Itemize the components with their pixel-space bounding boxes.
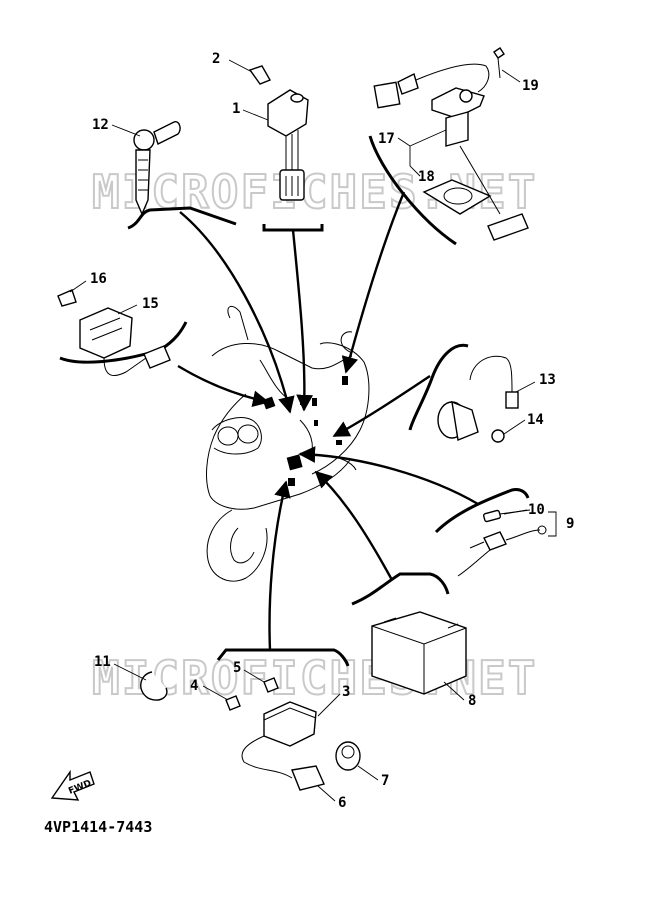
part-label-11: 11	[94, 654, 111, 670]
part-label-18: 18	[418, 169, 435, 185]
callout-labels: 2 1 12 17 18 19 16 15 13 14 10 9 11 5 4 …	[90, 51, 574, 811]
battery-part	[371, 611, 467, 695]
part-label-15: 15	[142, 296, 159, 312]
part-label-13: 13	[539, 372, 556, 388]
part-label-5: 5	[233, 660, 241, 676]
diagram-code: 4VP1414-7443	[44, 818, 152, 836]
part-label-2: 2	[212, 51, 220, 67]
part-label-19: 19	[522, 78, 539, 94]
fuse-part	[457, 509, 547, 577]
part-label-6: 6	[338, 795, 346, 811]
part-label-17: 17	[378, 131, 395, 147]
callout-lines	[69, 59, 557, 802]
forward-direction-arrow: FWD	[50, 769, 95, 801]
ignition-coil-part	[225, 677, 361, 791]
part-label-4: 4	[190, 678, 198, 694]
part-label-10: 10	[528, 502, 545, 518]
part-label-16: 16	[90, 271, 107, 287]
part-label-3: 3	[342, 684, 350, 700]
rectifier-regulator-part	[57, 289, 171, 376]
part-label-1: 1	[232, 101, 240, 117]
spark-plug-cap-part	[133, 121, 181, 216]
part-label-7: 7	[381, 773, 389, 789]
scooter-illustration	[206, 305, 370, 582]
part-label-9: 9	[566, 516, 574, 532]
horn-part	[437, 355, 519, 443]
part-label-12: 12	[92, 117, 109, 133]
fuel-sender-part	[373, 47, 529, 241]
part-label-14: 14	[527, 412, 544, 428]
relay-unit-part	[248, 65, 309, 201]
part-label-8: 8	[468, 693, 476, 709]
circlip-part	[140, 671, 168, 701]
